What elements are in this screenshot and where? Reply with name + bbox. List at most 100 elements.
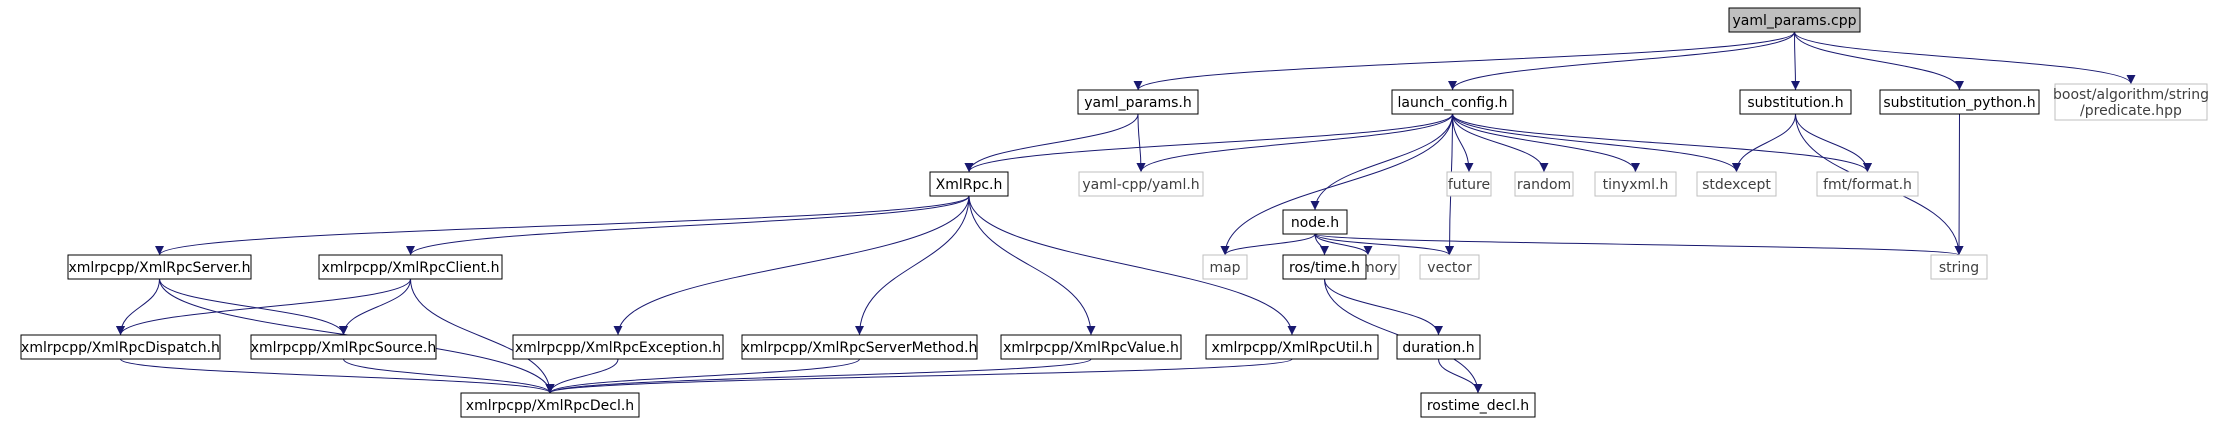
node-box — [1205, 334, 1379, 360]
node-node-h[interactable]: node.h — [1282, 209, 1348, 235]
node-label: rostime_decl.h — [1427, 398, 1529, 414]
node-yaml-params-cpp[interactable]: yaml_params.cpp — [1728, 7, 1861, 33]
edge-yaml_params_cpp-to-launch_config_h — [1448, 31, 1795, 91]
edge-yaml_params_h-to-yaml_cpp — [1136, 113, 1146, 173]
edge-duration_h-to-rostime_decl — [1438, 358, 1483, 394]
node-label: xmlrpcpp/XmlRpcUtil.h — [1212, 340, 1373, 356]
edge-xmlrpc_h-to-server_h — [155, 195, 970, 256]
node-box — [1396, 334, 1481, 360]
edge-yaml_params_cpp-to-boost_predicate — [1794, 31, 2136, 85]
edge-xmlrpc_h-to-servermethod_h — [855, 195, 970, 336]
edge-node_h-to-string — [1314, 233, 1963, 256]
node-box — [460, 392, 640, 418]
edge-yaml_params_cpp-to-yaml_params_h — [1133, 31, 1795, 91]
node-label: yaml-cpp/yaml.h — [1082, 177, 1199, 193]
edge-client_h-to-dispatch_h — [116, 278, 411, 336]
edge-launch_config_h-to-xmlrpc_h — [964, 113, 1453, 173]
node-box — [250, 334, 437, 360]
node-box — [1282, 209, 1348, 235]
edge-launch_config_h-to-map — [1220, 113, 1453, 256]
node-label: xmlrpcpp/XmlRpcServerMethod.h — [742, 340, 978, 356]
edge-node_h-to-memory — [1314, 233, 1373, 256]
node-client-h[interactable]: xmlrpcpp/XmlRpcClient.h — [318, 254, 503, 280]
node-dispatch-h[interactable]: xmlrpcpp/XmlRpcDispatch.h — [20, 334, 221, 360]
node-ros-time[interactable]: ros/time.h — [1282, 254, 1367, 280]
edge-xmlrpc_h-to-util_h — [968, 195, 1297, 336]
edge-util_h-to-decl_h — [545, 358, 1293, 394]
node-box — [512, 334, 724, 360]
node-box — [1594, 171, 1677, 197]
node-label: stdexcept — [1702, 177, 1771, 193]
node-box — [318, 254, 503, 280]
node-boost-predicate: boost/algorithm/string/predicate.hpp — [2053, 83, 2209, 121]
edge-yaml_params_cpp-to-substitution_python_h — [1794, 31, 1964, 91]
edge-yaml_params_h-to-xmlrpc_h — [964, 113, 1139, 173]
node-box — [1930, 254, 1988, 280]
node-label: /predicate.hpp — [2080, 103, 2182, 119]
node-label: tinyxml.h — [1603, 177, 1669, 193]
node-launch-config-h[interactable]: launch_config.h — [1391, 89, 1514, 115]
node-label: substitution_python.h — [1883, 95, 2035, 111]
node-box — [1816, 171, 1919, 197]
node-label: vector — [1427, 260, 1472, 276]
node-substitution-python-h[interactable]: substitution_python.h — [1879, 89, 2040, 115]
node-label: xmlrpcpp/XmlRpcSource.h — [251, 340, 436, 356]
edge-client_h-to-source_h — [339, 278, 411, 336]
node-rostime-decl[interactable]: rostime_decl.h — [1420, 392, 1536, 418]
node-label: map — [1209, 260, 1240, 276]
node-label: xmlrpcpp/XmlRpcClient.h — [322, 260, 500, 276]
node-box — [1077, 89, 1199, 115]
edge-value_h-to-decl_h — [545, 358, 1092, 394]
node-label: node.h — [1291, 215, 1339, 231]
node-label: duration.h — [1402, 340, 1474, 356]
node-box — [1514, 171, 1574, 197]
edge-xmlrpc_h-to-exception_h — [613, 195, 970, 336]
nodes-layer: yaml_params.cpp yaml_params.h launch_confi… — [20, 7, 2209, 418]
node-decl-h[interactable]: xmlrpcpp/XmlRpcDecl.h — [460, 392, 640, 418]
edge-substitution_h-to-fmt_format — [1795, 113, 1872, 173]
node-substitution-h[interactable]: substitution.h — [1739, 89, 1852, 115]
edge-substitution_h-to-stdexcept — [1732, 113, 1796, 173]
node-box — [1419, 254, 1480, 280]
node-label: future — [1448, 177, 1490, 193]
node-label: xmlrpcpp/XmlRpcDispatch.h — [21, 340, 220, 356]
node-box — [1696, 171, 1777, 197]
node-stdexcept: stdexcept — [1696, 171, 1777, 197]
node-label: random — [1517, 177, 1571, 193]
node-string: string — [1930, 254, 1988, 280]
node-exception-h[interactable]: xmlrpcpp/XmlRpcException.h — [512, 334, 724, 360]
node-source-h[interactable]: xmlrpcpp/XmlRpcSource.h — [250, 334, 437, 360]
edge-launch_config_h-to-yaml_cpp — [1136, 113, 1453, 173]
node-vector: vector — [1419, 254, 1480, 280]
node-label: xmlrpcpp/XmlRpcServer.h — [68, 260, 250, 276]
edge-node_h-to-map — [1220, 233, 1316, 256]
edge-yaml_params_cpp-to-substitution_h — [1790, 31, 1800, 91]
node-box — [741, 334, 978, 360]
edge-launch_config_h-to-fmt_format — [1452, 113, 1872, 173]
node-label: xmlrpcpp/XmlRpcException.h — [515, 340, 721, 356]
node-label: XmlRpc.h — [936, 177, 1003, 193]
node-label: launch_config.h — [1398, 95, 1508, 111]
edge-server_h-to-source_h — [159, 278, 348, 336]
node-xmlrpc-h[interactable]: XmlRpc.h — [929, 171, 1009, 197]
edge-dispatch_h-to-decl_h — [120, 358, 555, 394]
edge-servermethod_h-to-decl_h — [545, 358, 860, 394]
node-server-h[interactable]: xmlrpcpp/XmlRpcServer.h — [67, 254, 252, 280]
node-servermethod-h[interactable]: xmlrpcpp/XmlRpcServerMethod.h — [741, 334, 978, 360]
edge-node_h-to-vector — [1314, 233, 1454, 256]
edge-xmlrpc_h-to-client_h — [406, 195, 970, 256]
node-yaml-params-h[interactable]: yaml_params.h — [1077, 89, 1199, 115]
node-map: map — [1202, 254, 1248, 280]
node-util-h[interactable]: xmlrpcpp/XmlRpcUtil.h — [1205, 334, 1379, 360]
node-box — [1879, 89, 2040, 115]
node-box — [1282, 254, 1367, 280]
edge-source_h-to-decl_h — [343, 358, 555, 394]
node-value-h[interactable]: xmlrpcpp/XmlRpcValue.h — [1000, 334, 1182, 360]
node-label: xmlrpcpp/XmlRpcValue.h — [1003, 340, 1179, 356]
edge-server_h-to-dispatch_h — [116, 278, 160, 336]
edge-xmlrpc_h-to-value_h — [968, 195, 1096, 336]
edge-launch_config_h-to-node_h — [1310, 113, 1453, 211]
node-duration-h[interactable]: duration.h — [1396, 334, 1481, 360]
node-box — [929, 171, 1009, 197]
